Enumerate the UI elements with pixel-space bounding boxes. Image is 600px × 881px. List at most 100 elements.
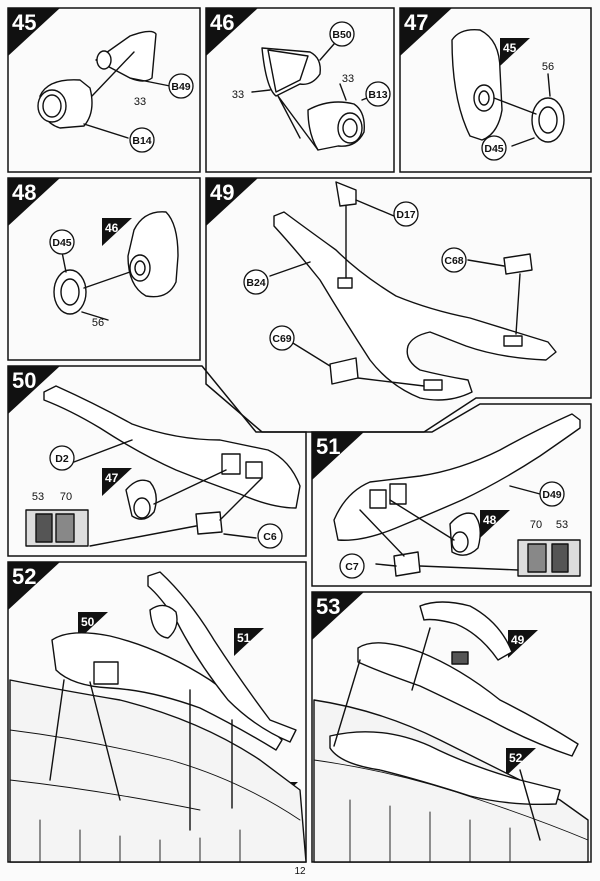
fairing-part xyxy=(261,47,321,97)
step-45-number: 45 xyxy=(12,10,36,35)
part-label-c7: C7 xyxy=(345,561,359,573)
ref-label-48: 48 xyxy=(483,513,497,527)
step-46-number: 46 xyxy=(210,10,234,35)
assembly-arrow xyxy=(333,627,541,841)
nacelle-part xyxy=(127,211,179,298)
part-label-b14: B14 xyxy=(132,135,151,147)
step-53-number: 53 xyxy=(316,594,340,619)
decal-number-70: 70 xyxy=(530,519,542,531)
cabin-wall-assembly-52 xyxy=(329,731,561,806)
decal-number-70: 70 xyxy=(60,491,72,503)
cabin-wall-part xyxy=(43,385,301,509)
step-48-corner xyxy=(8,178,60,226)
part-label-d45: D45 xyxy=(484,143,503,155)
disc-part xyxy=(531,97,565,143)
page-number: 12 xyxy=(294,866,306,877)
plain-number-33: 33 xyxy=(232,89,244,101)
step-45-corner xyxy=(8,8,60,56)
step-48-drawing xyxy=(53,211,179,321)
part-callout-c69 xyxy=(269,325,295,351)
fairing-part xyxy=(95,30,157,82)
step-45-drawing xyxy=(37,30,171,139)
panel-48-frame xyxy=(7,177,201,361)
assembly-arrow xyxy=(277,95,319,151)
step-49-number: 49 xyxy=(210,180,234,205)
nacelle-part xyxy=(451,29,503,141)
step-52-corner xyxy=(8,562,60,610)
ref-label-47: 47 xyxy=(105,471,119,485)
part-label-c69: C69 xyxy=(272,333,291,345)
ref-flag-48 xyxy=(480,510,510,538)
plain-number-56: 56 xyxy=(542,61,554,73)
step-53-drawing xyxy=(313,601,589,863)
part-callout-b13 xyxy=(365,81,391,107)
bracket-part xyxy=(195,511,223,535)
part-label-d45-48: D45 xyxy=(52,237,71,249)
part-callout-d2 xyxy=(49,445,75,471)
part-label-b13: B13 xyxy=(368,89,387,101)
decal-53 xyxy=(551,543,569,573)
part-label-d2: D2 xyxy=(55,453,69,465)
step-49-corner xyxy=(206,178,258,226)
window-frame xyxy=(369,489,387,509)
panel-47-frame xyxy=(399,7,592,173)
part-callout-b14 xyxy=(129,127,155,153)
step-51-number: 51 xyxy=(316,434,340,459)
step-47-number: 47 xyxy=(404,10,428,35)
step-53-corner xyxy=(312,592,364,640)
step-49-drawing xyxy=(269,181,557,401)
ref-flag-52 xyxy=(506,748,536,776)
ref-label-49: 49 xyxy=(511,633,525,647)
part-callout-d49 xyxy=(539,481,565,507)
panel-46-frame xyxy=(205,7,395,173)
ref-label-51: 51 xyxy=(237,631,251,645)
part-callout-d45 xyxy=(49,229,75,255)
mounting-slot xyxy=(423,379,443,391)
window-frame xyxy=(221,453,241,475)
panel-50-frame xyxy=(7,365,307,557)
panel-49-frame xyxy=(205,177,592,433)
ref-label-52: 52 xyxy=(509,751,523,765)
ref-flag-46 xyxy=(102,218,132,246)
step-52-drawing xyxy=(9,571,307,863)
part-label-b50: B50 xyxy=(332,29,351,41)
ref-flag-45 xyxy=(500,38,530,66)
ref-label-50: 50 xyxy=(81,615,95,629)
window-frame xyxy=(245,461,263,479)
mounting-slot xyxy=(337,277,353,289)
intake-ring xyxy=(337,112,363,144)
part-callout-b49 xyxy=(168,73,194,99)
nacelle-opening xyxy=(129,254,151,282)
panel-45-frame xyxy=(7,7,201,173)
step-46-drawing xyxy=(251,43,373,151)
decal-number-53: 53 xyxy=(32,491,44,503)
decal-70 xyxy=(55,513,75,543)
fuselage-body xyxy=(9,679,307,863)
part-callout-c6 xyxy=(257,523,283,549)
step-51-corner xyxy=(312,432,364,480)
cabin-floor-part xyxy=(273,211,557,401)
assembly-arrow xyxy=(91,51,135,97)
part-callout-d17 xyxy=(393,201,419,227)
nacelle-opening xyxy=(473,84,495,112)
assembly-arrow xyxy=(359,499,519,571)
small-part xyxy=(335,181,357,207)
part-label-d17: D17 xyxy=(396,209,415,221)
step-46-corner xyxy=(206,8,258,56)
part-callout-c7 xyxy=(339,553,365,579)
cabin-floor-assembly xyxy=(357,642,579,757)
assembly-arrow xyxy=(493,97,537,115)
bracket-part xyxy=(393,551,421,577)
step-51-drawing xyxy=(333,413,581,577)
part-callout-b24 xyxy=(243,269,269,295)
plain-number-33: 33 xyxy=(134,96,146,108)
step-50-drawing xyxy=(25,385,301,547)
small-part xyxy=(503,253,533,275)
part-callout-d45 xyxy=(481,135,507,161)
plain-number-56: 56 xyxy=(92,317,104,329)
decal-70 xyxy=(527,543,547,573)
part-label-c6: C6 xyxy=(263,531,277,543)
step-47-drawing xyxy=(451,29,565,147)
